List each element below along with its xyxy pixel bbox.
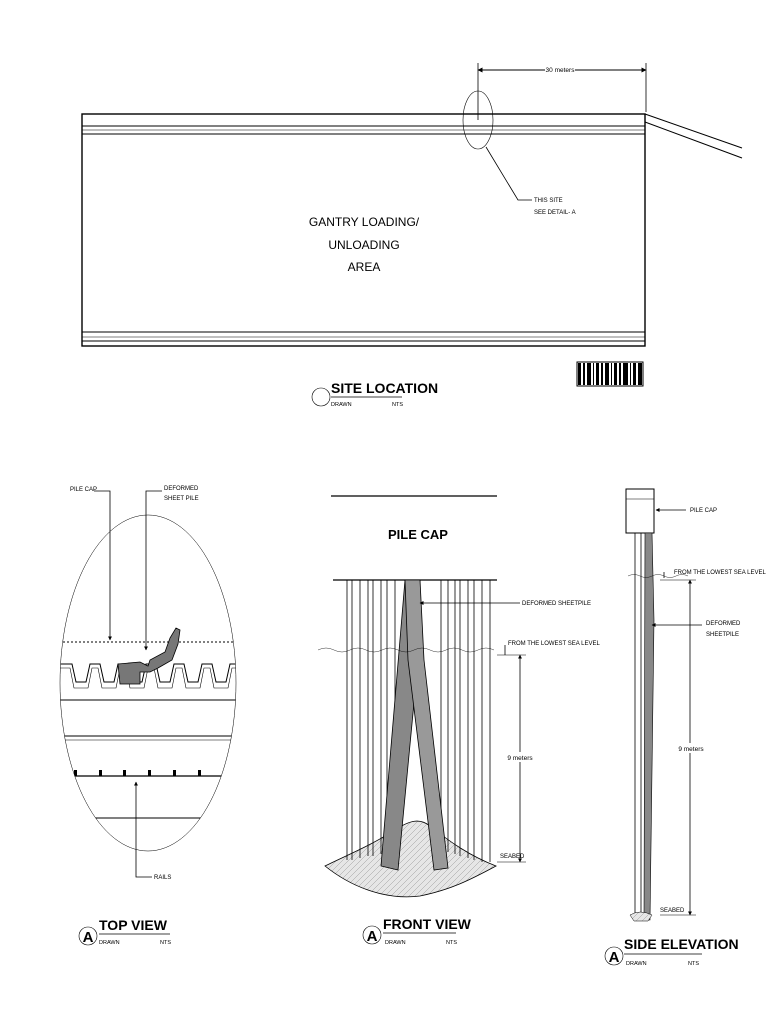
deformed-pile-side: [643, 532, 655, 921]
drawn-label: DRAWN: [331, 402, 352, 408]
site-note-line1: THIS SITE: [534, 198, 563, 204]
front-view-marker: A: [367, 928, 378, 945]
dimension-9-meters: 9 meters: [507, 755, 533, 762]
scale-label: NTS: [160, 940, 171, 946]
drawn-label: DRAWN: [626, 961, 647, 967]
label-deformed-sheetpile: DEFORMED SHEETPILE: [522, 601, 591, 607]
area-label-line3: AREA: [348, 260, 381, 274]
scale-label: NTS: [446, 940, 457, 946]
drawn-label: DRAWN: [99, 940, 120, 946]
label-deformed-line1: DEFORMED: [164, 486, 199, 492]
label-pile-cap: PILE CAP: [690, 508, 717, 514]
top-view-detail: PILE CAP DEFORMED SHEET PILE RAILS A TOP…: [59, 486, 237, 946]
label-deformed-line2: SHEET PILE: [164, 496, 199, 502]
drawn-label: DRAWN: [385, 940, 406, 946]
title-marker-circle: [311, 387, 331, 407]
scale-label: NTS: [688, 961, 699, 967]
deformed-sheet-pile: [117, 627, 181, 685]
top-view-title: TOP VIEW: [99, 917, 168, 933]
site-location-plan: 30 meters THIS SITE SEE DETAIL- A GANTRY…: [81, 63, 743, 408]
side-elevation-title: SIDE ELEVATION: [624, 936, 739, 952]
side-elevation-detail: PILE CAP FROM THE LOWEST SEA LEVEL DEFOR…: [604, 488, 766, 967]
label-seabed: SEABED: [500, 854, 525, 860]
front-view-title: FRONT VIEW: [383, 916, 472, 932]
scale-label: NTS: [392, 402, 403, 408]
pile-cap-block: [625, 488, 655, 534]
site-location-title: SITE LOCATION: [331, 380, 438, 396]
top-view-marker: A: [83, 929, 94, 946]
side-elevation-marker: A: [609, 949, 620, 966]
site-note-line2: SEE DETAIL- A: [534, 210, 576, 216]
dimension-label: 30 meters: [546, 67, 576, 74]
gantry-area-outline: [81, 113, 646, 347]
label-sea-level: FROM THE LOWEST SEA LEVEL: [508, 641, 600, 647]
area-label-line2: UNLOADING: [328, 238, 399, 252]
dimension-9-meters: 9 meters: [678, 746, 704, 753]
label-pile-cap: PILE CAP: [70, 487, 97, 493]
seabed-mound: [324, 820, 497, 898]
detail-ellipse: [59, 514, 237, 852]
label-seabed: SEABED: [660, 908, 685, 914]
scale-bar: [576, 361, 644, 387]
front-view-heading: PILE CAP: [388, 527, 448, 542]
site-callout-ellipse: [462, 90, 494, 150]
front-view-detail: PILE CAP DEFORM: [317, 495, 600, 946]
area-label-line1: GANTRY LOADING/: [309, 215, 420, 229]
label-rails: RAILS: [154, 875, 171, 881]
label-sea-level: FROM THE LOWEST SEA LEVEL: [674, 570, 766, 576]
label-deformed-line2: SHEETPILE: [706, 632, 739, 638]
label-deformed-line1: DEFORMED: [706, 621, 741, 627]
